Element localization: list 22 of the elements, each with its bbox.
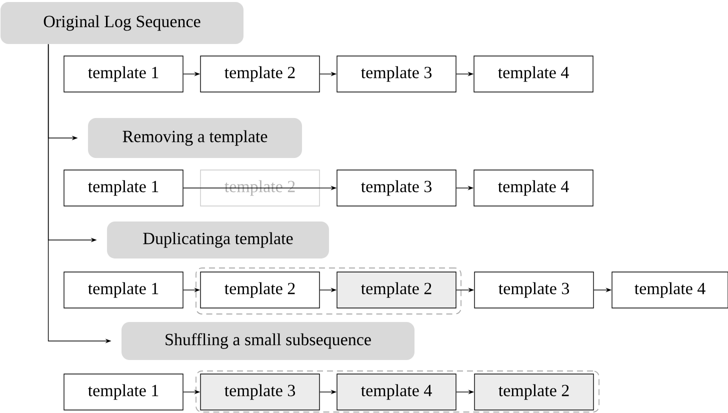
dashed-group-box (196, 268, 462, 314)
operation-label: Removing a template (88, 118, 302, 158)
template-box: template 3 (200, 374, 320, 410)
template-box: template 1 (64, 56, 184, 92)
operation-label: Duplicatinga template (107, 222, 329, 258)
template-box: template 4 (474, 170, 594, 206)
template-box: template 1 (64, 272, 184, 308)
template-box: template 4 (474, 56, 594, 92)
template-box: template 2 (336, 272, 456, 308)
operation-label: Shuffling a small subsequence (122, 322, 414, 360)
template-box: template 4 (336, 374, 456, 410)
template-box: template 1 (64, 170, 184, 206)
template-box: template 2 (200, 272, 320, 308)
dashed-group-box (196, 370, 600, 412)
template-box: template 3 (336, 170, 456, 206)
template-box: template 3 (474, 272, 594, 308)
operation-label: Original Log Sequence (0, 2, 244, 44)
template-box: template 4 (612, 272, 728, 308)
template-box: template 2 (474, 374, 594, 410)
template-box: template 3 (336, 56, 456, 92)
template-box: template 1 (64, 374, 184, 410)
template-box: template 2 (200, 56, 320, 92)
